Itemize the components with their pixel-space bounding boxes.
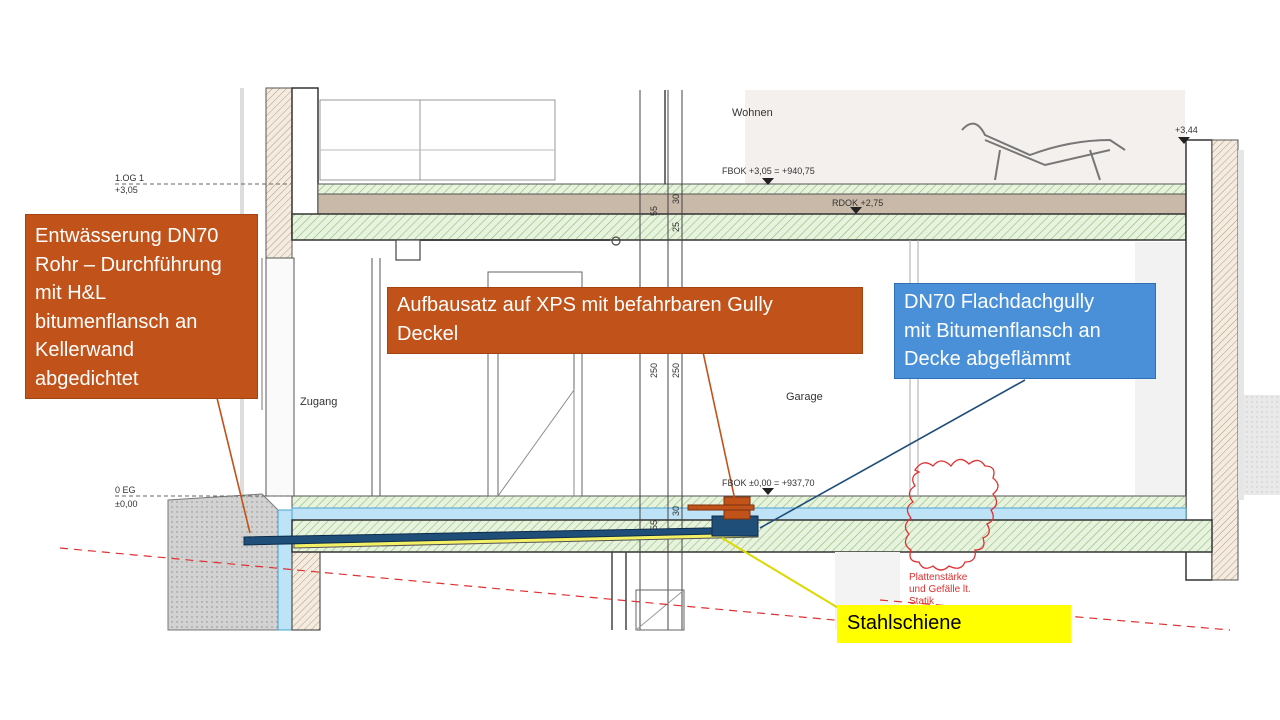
room-label-garage: Garage	[786, 391, 823, 403]
callout-drain-line-3: mit H&L	[35, 282, 107, 304]
level-marker-eg	[762, 488, 774, 495]
right-terrain	[1244, 395, 1280, 495]
dim-250b: 250	[671, 363, 681, 378]
wohnen-room-fill	[745, 90, 1185, 184]
slope-line-lower	[59, 547, 921, 629]
leader-steel-rail	[721, 537, 846, 613]
og-insulation-layer	[317, 193, 1187, 215]
room-label-wohnen: Wohnen	[732, 107, 773, 119]
callout-flatroof-line-1: DN70 Flachdachgully	[904, 291, 1095, 313]
callout-flatroof-line-2: mit Bitumenflansch an	[904, 319, 1101, 342]
sofa-right	[419, 99, 556, 181]
right-cladding	[1238, 150, 1244, 500]
callout-drain-line-6: abgedichtet	[35, 367, 139, 390]
note-line-3: Statik	[909, 596, 935, 607]
og-floor-screed	[317, 183, 1187, 195]
level-og-height: +3,05	[115, 185, 138, 195]
left-insulation-upper	[265, 87, 293, 259]
door-swing	[497, 388, 575, 497]
callout-steel-rail: Stahlschiene	[837, 605, 1071, 643]
callout-steel-rail-label: Stahlschiene	[847, 612, 962, 634]
leader-flat-roof-gully	[759, 379, 1026, 529]
annotation-rdok: RDOK +2,75	[832, 198, 883, 208]
dim-250: 250	[649, 363, 659, 378]
annotation-fbok-eg: FBOK ±0,00 = +937,70	[722, 478, 815, 488]
gully-cover	[687, 504, 755, 511]
callout-gully-set: Aufbausatz auf XPS mit befahrbaren Gully…	[387, 287, 863, 354]
og-concrete-slab	[291, 213, 1187, 241]
dim-30: 30	[671, 194, 681, 204]
terrain-soil	[167, 493, 279, 631]
level-eg-name: 0 EG	[115, 485, 136, 495]
note-line-2: und Gefälle lt.	[909, 584, 971, 595]
level-eg-height: ±0,00	[115, 499, 137, 509]
basement-wall	[291, 544, 321, 631]
callout-drain-pipe: Entwässerung DN70 Rohr – Durchführung mi…	[25, 214, 258, 399]
basement-insulation	[277, 509, 293, 631]
callout-flat-roof-gully: DN70 Flachdachgully mit Bitumenflansch a…	[894, 283, 1156, 379]
leader-drain-pipe	[216, 397, 251, 534]
dim-55: 55	[649, 206, 659, 216]
callout-drain-line-2: Rohr – Durchführung	[35, 253, 222, 276]
annotation-fbok-og: FBOK +3,05 = +940,75	[722, 166, 815, 176]
dim-55b: 55	[649, 520, 659, 530]
level-og-name: 1.OG 1	[115, 173, 144, 183]
dim-25: 25	[671, 222, 681, 232]
callout-drain-line-5: Kellerwand	[35, 339, 134, 361]
right-wall	[1185, 139, 1213, 581]
level-right-height: +3,44	[1175, 125, 1198, 135]
zugang-wall	[265, 257, 295, 497]
right-insulation	[1211, 139, 1239, 581]
callout-drain-line-1: Entwässerung DN70	[35, 225, 219, 247]
sofa-left	[319, 99, 421, 181]
dim-30b: 30	[671, 506, 681, 516]
lintel-block	[395, 239, 421, 261]
callout-drain-line-4: bitumenflansch an	[35, 310, 198, 333]
callout-gully-line-2: Deckel	[397, 322, 459, 345]
lounge-chair	[961, 122, 1126, 181]
level-marker-right	[1178, 137, 1190, 144]
callout-flatroof-line-3: Decke abgeflämmt	[904, 348, 1071, 370]
note-line-1: Plattenstärke	[909, 572, 968, 583]
callout-gully-line-1: Aufbausatz auf XPS mit befahrbaren Gully	[397, 294, 773, 316]
leader-gully-set	[702, 351, 736, 501]
level-marker-og	[762, 178, 774, 185]
red-cloud-markup	[904, 458, 999, 571]
level-marker-rdok	[850, 207, 862, 214]
room-label-zugang: Zugang	[300, 396, 337, 408]
